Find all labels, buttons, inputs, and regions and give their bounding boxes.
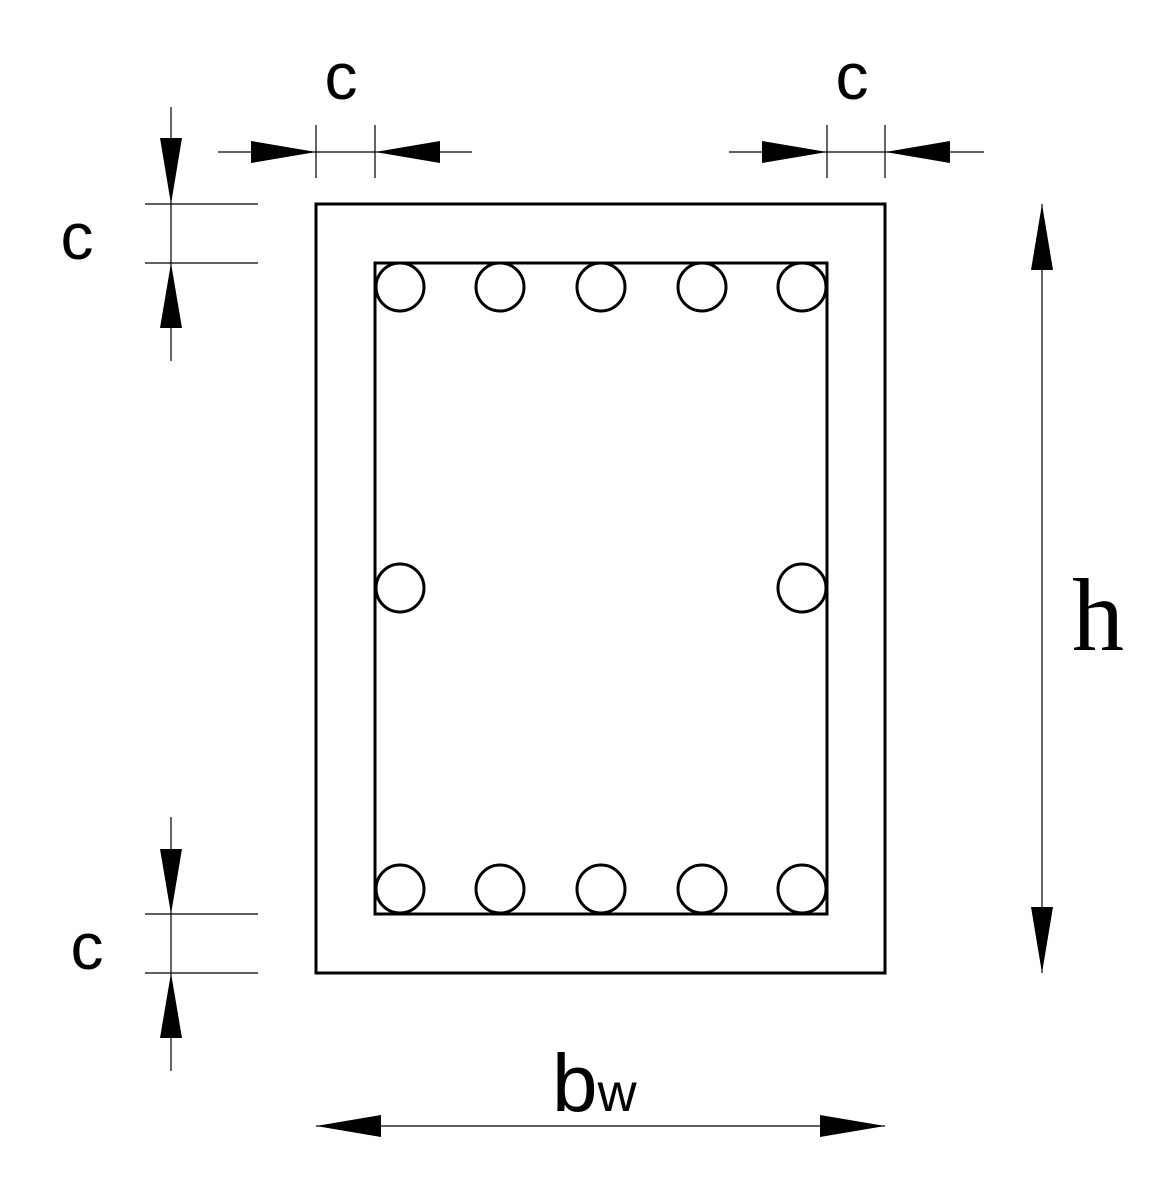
rebar-bar (676, 863, 728, 915)
rebar-bar (676, 261, 728, 313)
arrowhead-right (762, 141, 827, 163)
height-dimension (1031, 204, 1053, 973)
arrowhead-up (1031, 204, 1053, 270)
rebar-bar (374, 863, 426, 915)
rebar-bar (374, 261, 426, 313)
top-rebar-row (374, 261, 828, 313)
rebar-bar (776, 562, 828, 614)
concrete-section-outline (314, 202, 887, 975)
cover-label-left-top: c (61, 199, 94, 273)
arrowhead-right (820, 1115, 885, 1137)
arrowhead-left (316, 1115, 381, 1137)
width-label: bw (552, 1038, 638, 1129)
rebar-bar (374, 562, 426, 614)
cover-dimension-top-right (729, 125, 984, 178)
cover-dimension-left-bottom (145, 817, 258, 1071)
rebar-bar (776, 863, 828, 915)
bottom-rebar-row (374, 863, 828, 915)
width-label-main: b (552, 1038, 598, 1129)
stirrup-outline (373, 261, 829, 916)
rebar-bar (575, 261, 627, 313)
width-dimension (316, 1115, 885, 1137)
arrowhead-down (160, 849, 182, 914)
height-label: h (1072, 558, 1124, 673)
arrowhead-left (375, 141, 440, 163)
arrowhead-left (885, 141, 950, 163)
rebar-bar (474, 261, 526, 313)
cover-label-top-right: c (836, 39, 869, 113)
cover-label-left-bottom: c (71, 909, 104, 983)
arrowhead-down (160, 138, 182, 204)
arrowhead-right (251, 141, 316, 163)
cover-dimension-left-top (145, 107, 258, 361)
cover-label-top-left: c (325, 39, 358, 113)
width-label-subscript: w (597, 1063, 638, 1123)
arrowhead-down (1031, 907, 1053, 973)
arrowhead-up (160, 263, 182, 328)
rebar-bar (474, 863, 526, 915)
rebar-bar (776, 261, 828, 313)
rebar-bar (575, 863, 627, 915)
cover-dimension-top-left (218, 125, 472, 178)
arrowhead-up (160, 973, 182, 1038)
side-rebars (374, 562, 828, 614)
